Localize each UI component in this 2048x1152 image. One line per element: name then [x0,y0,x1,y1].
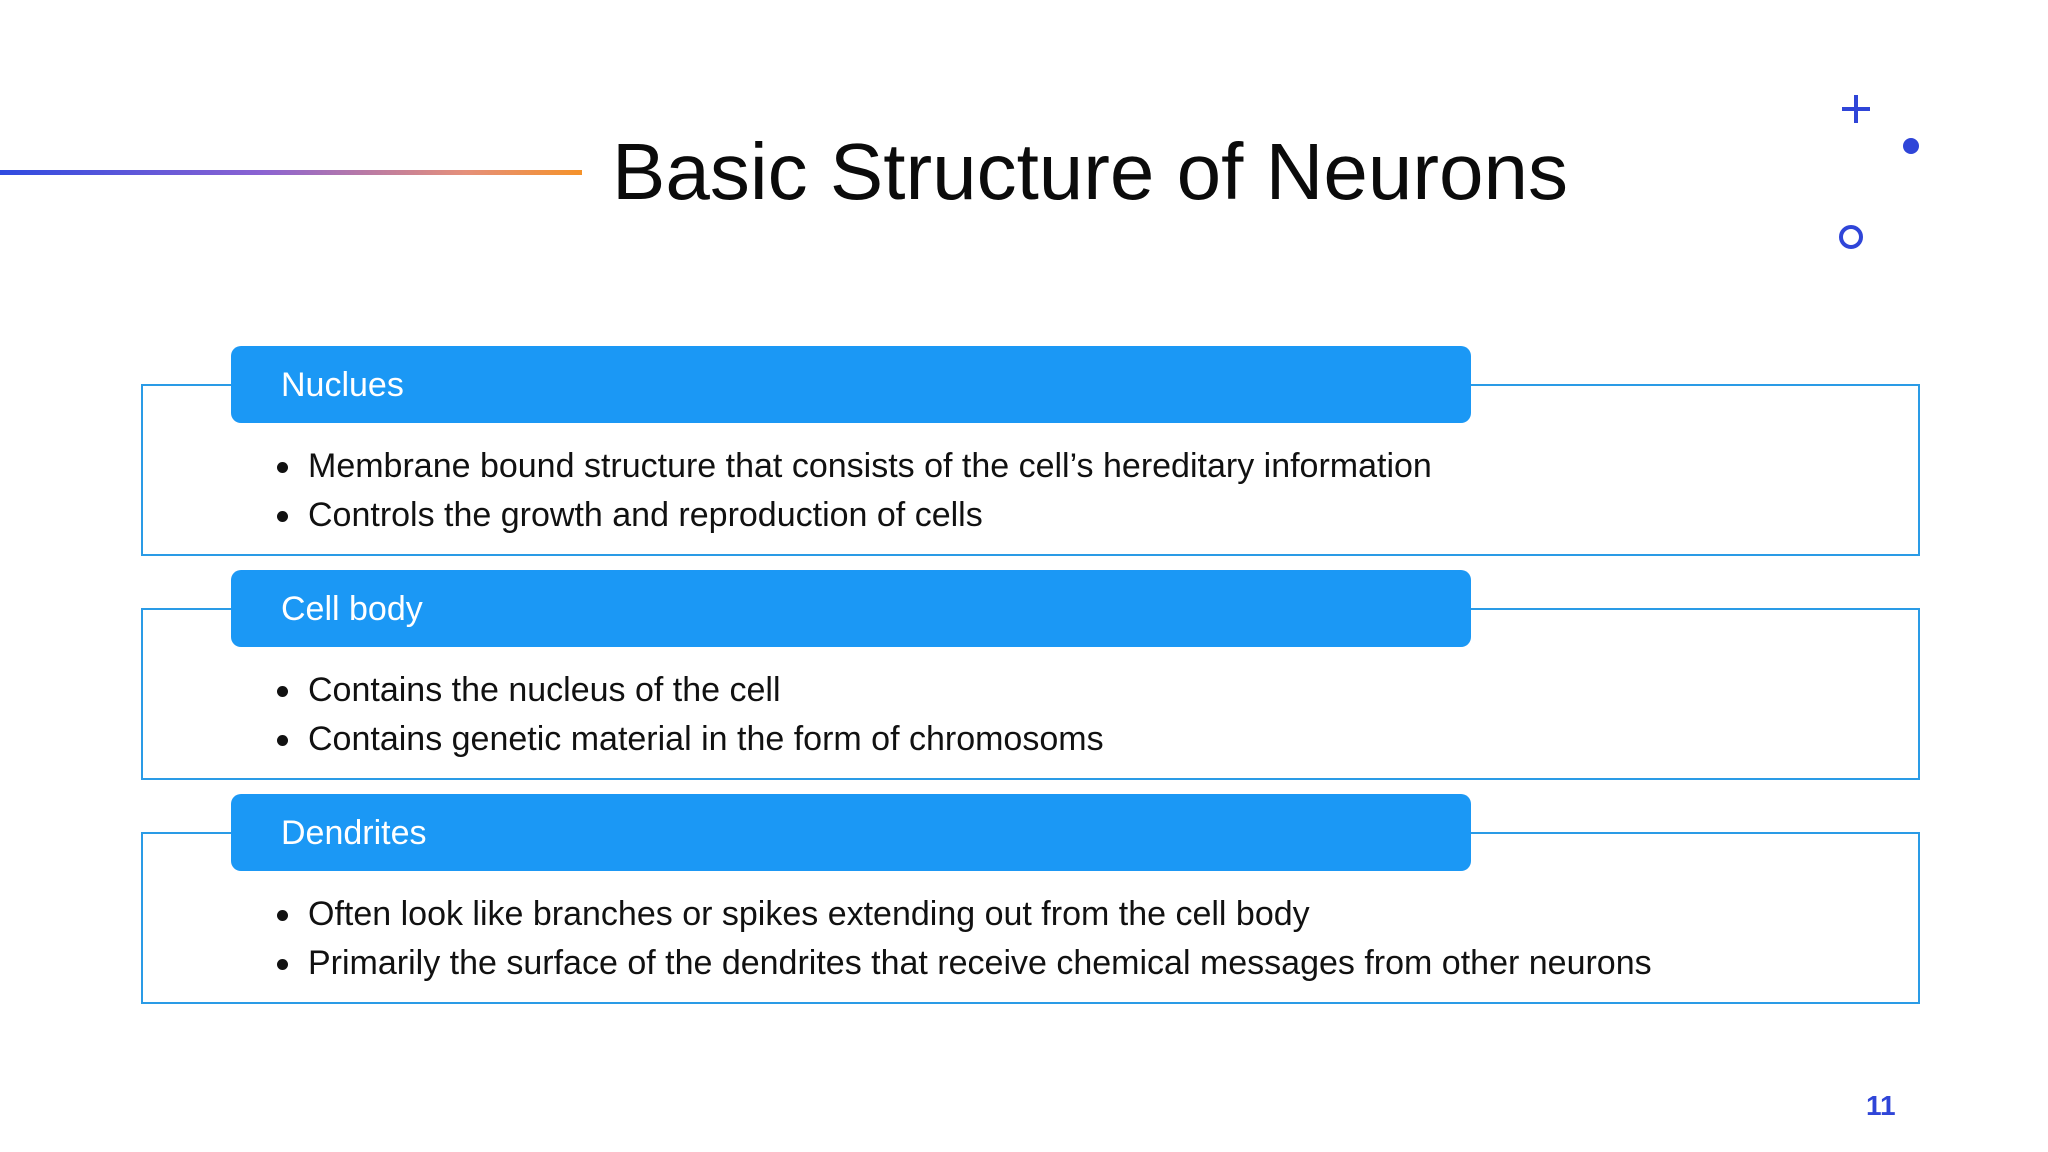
section-heading: Nuclues [281,365,404,404]
slide-title: Basic Structure of Neurons [612,127,1568,216]
section-heading: Dendrites [281,813,427,852]
section-cell-body: Cell body Contains the nucleus of the ce… [141,570,1920,796]
section-header: Nuclues [231,346,1471,423]
dot-icon [1903,138,1919,154]
section-header: Cell body [231,570,1471,647]
section-nucleus: Nuclues Membrane bound structure that co… [141,346,1920,572]
page-number: 11 [1866,1090,1896,1121]
bullet-list: Often look like branches or spikes exten… [277,890,1652,988]
bullet-list: Membrane bound structure that consists o… [277,442,1432,540]
bullet-item: Controls the growth and reproduction of … [277,491,1432,540]
bullet-item: Contains the nucleus of the cell [277,666,1104,715]
bullet-item: Contains genetic material in the form of… [277,715,1104,764]
bullet-item: Often look like branches or spikes exten… [277,890,1652,939]
bullet-item: Primarily the surface of the dendrites t… [277,939,1652,988]
bullet-list: Contains the nucleus of the cell Contain… [277,666,1104,764]
section-header: Dendrites [231,794,1471,871]
title-accent-line [0,170,582,175]
ring-icon [1839,225,1863,249]
section-heading: Cell body [281,589,423,628]
plus-icon [1842,95,1870,123]
section-dendrites: Dendrites Often look like branches or sp… [141,794,1920,1020]
bullet-item: Membrane bound structure that consists o… [277,442,1432,491]
